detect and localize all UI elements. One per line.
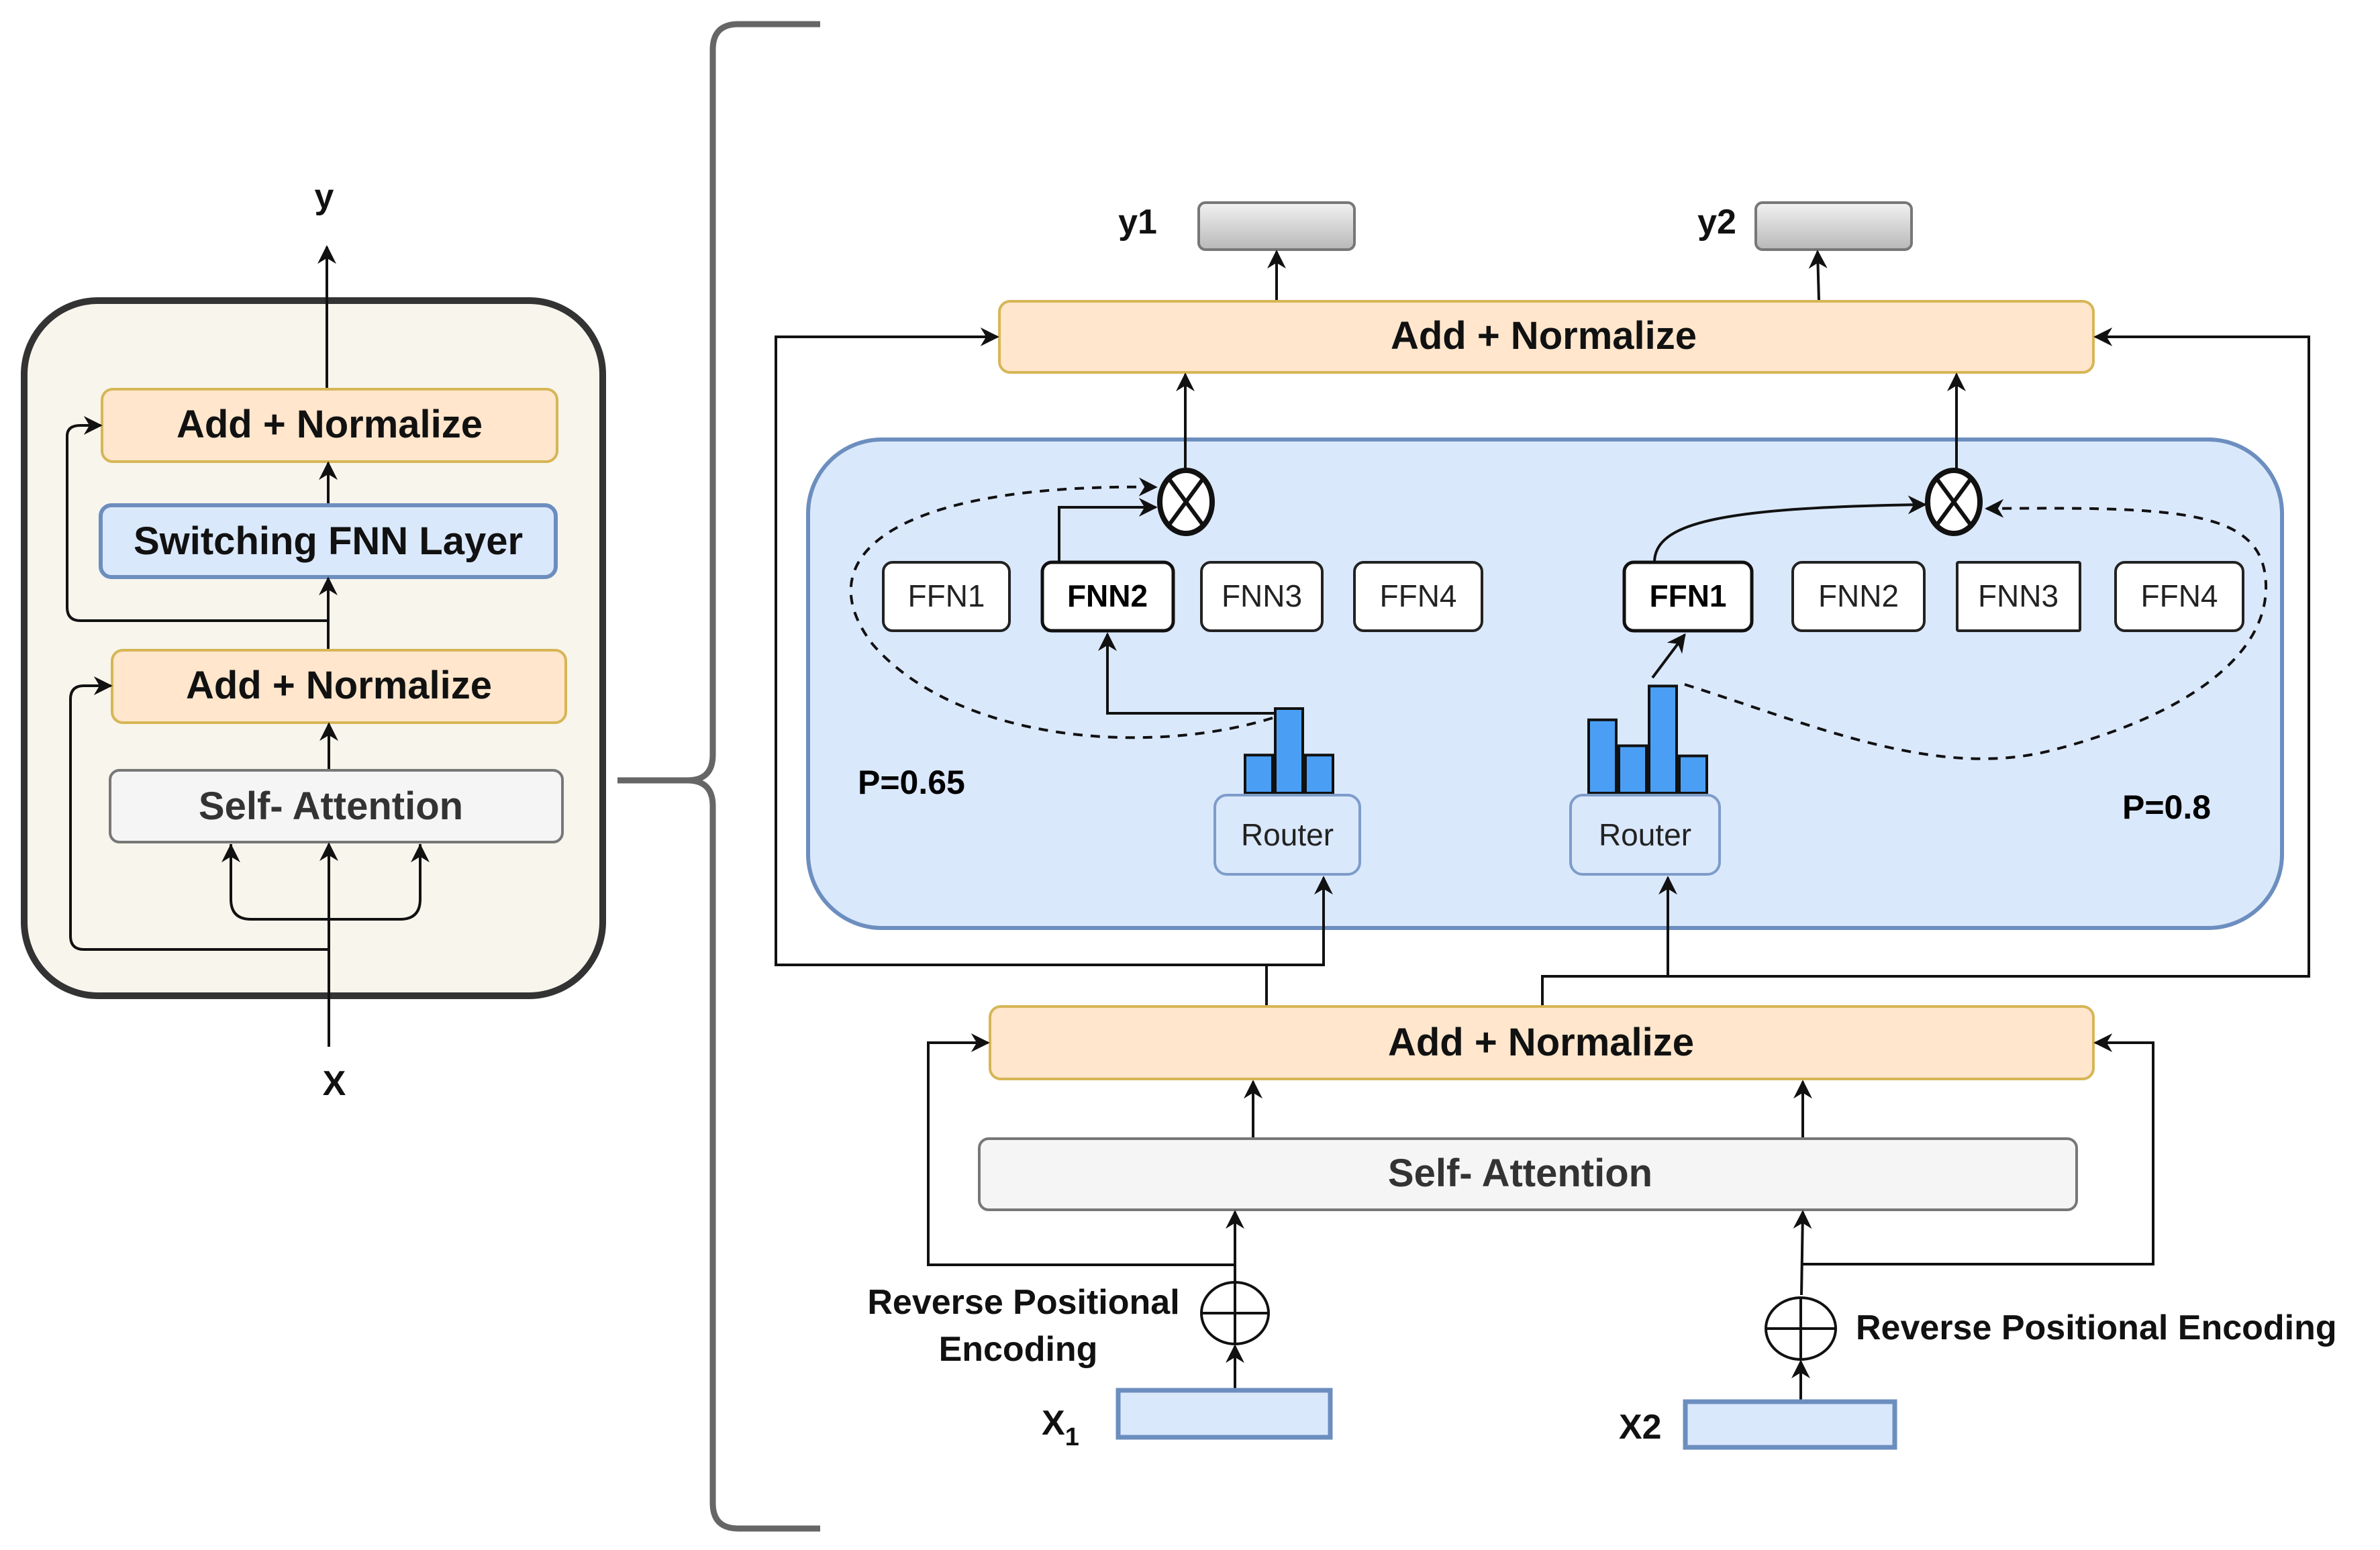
- left-self-attention-label: Self- Attention: [199, 784, 463, 828]
- right-add-normalize-bottom: [989, 1005, 2095, 1080]
- router-score-bar: [1648, 684, 1678, 795]
- router-score-bar: [1618, 744, 1648, 794]
- expert-box: [2114, 561, 2244, 632]
- input-x2-label: X2: [1619, 1408, 1662, 1447]
- expert-box-selected: [1040, 560, 1175, 633]
- expert-box: [1200, 561, 1324, 632]
- output-y2-box: [1754, 201, 1913, 251]
- arrow-to-y2: [1808, 250, 1828, 301]
- output-y2-label: y2: [1697, 203, 1736, 242]
- input-x1-label: X1: [1042, 1404, 1079, 1451]
- expert-label: FNN3: [1222, 578, 1302, 613]
- router-score-bar: [1587, 718, 1618, 795]
- left-add-normalize-top-label: Add + Normalize: [177, 403, 483, 446]
- router-score-bar: [1244, 754, 1274, 795]
- input-x1-main: X: [1042, 1404, 1065, 1443]
- left-encoder-block: y Add + Normalize Switching FNN Layer Ad…: [21, 177, 606, 1103]
- router1-box: [1213, 794, 1361, 876]
- expert-label: FFN1: [908, 578, 985, 613]
- right-add-normalize-top-label: Add + Normalize: [1391, 314, 1697, 358]
- left-self-attention: [109, 769, 564, 843]
- left-input-label: X: [323, 1064, 346, 1103]
- right-self-attention: [978, 1137, 2078, 1211]
- add-icon-token1: [1200, 1281, 1270, 1345]
- multiply-icon-token1: [1157, 468, 1215, 536]
- arrow-ffn1-to-mult2: [1653, 495, 1927, 563]
- expert-label-selected: FNN2: [1067, 578, 1148, 613]
- router1-score-bars: [1244, 707, 1334, 795]
- expert-box: [1791, 561, 1926, 632]
- output-y1-box: [1197, 201, 1356, 251]
- arrow-router2-to-ffn1: [1651, 633, 1686, 679]
- switching-moe-panel: [806, 437, 2284, 930]
- add-icon-token2: [1765, 1296, 1837, 1361]
- left-residual-top: [66, 416, 328, 622]
- left-output-label: y: [315, 177, 334, 216]
- arrow-fnn2-to-mult1: [1058, 498, 1158, 562]
- router2-score-bars: [1587, 684, 1708, 795]
- input-x1-subscript: 1: [1065, 1423, 1079, 1451]
- router-score-bar: [1274, 707, 1304, 794]
- left-switching-fnn-label: Switching FNN Layer: [134, 519, 523, 563]
- router-score-bar: [1678, 754, 1708, 795]
- right-residual-right: [1542, 327, 2310, 978]
- token2-experts: FFN1 FNN2 FNN3 FFN4: [1622, 560, 2244, 633]
- right-add-normalize-top: [998, 300, 2095, 374]
- expert-box: [1353, 561, 1483, 632]
- right-self-attention-label: Self- Attention: [1388, 1151, 1652, 1195]
- token1-dropped-path: [849, 477, 1273, 739]
- input-x1-box: [1115, 1388, 1333, 1440]
- expert-box: [882, 561, 1011, 632]
- multiply-icon-token2: [1925, 468, 1983, 536]
- token2-dropped-path: [1684, 499, 2268, 760]
- arrow-addnorm-to-router1: [1265, 876, 1333, 1006]
- right-add-normalize-bottom-label: Add + Normalize: [1388, 1021, 1694, 1064]
- expansion-brace: [617, 21, 820, 1532]
- arrow-addnorm-to-router2: [1541, 876, 1677, 1006]
- token2-probability: P=0.8: [2122, 788, 2211, 826]
- expert-box: [1956, 561, 2081, 632]
- expert-box-selected: [1622, 560, 1754, 633]
- expert-label: FFN4: [2141, 578, 2218, 613]
- input-x2-box: [1683, 1399, 1897, 1450]
- token1-probability: P=0.65: [858, 764, 965, 801]
- input2-residual: [1803, 1033, 2154, 1265]
- pe1-label-line2: Encoding: [939, 1330, 1098, 1369]
- expert-label: FNN3: [1978, 578, 2059, 613]
- left-residual-bottom: [69, 676, 330, 951]
- expert-label: FFN4: [1380, 578, 1457, 613]
- arrow-router1-to-fnn2: [1098, 632, 1282, 715]
- token1-experts: FFN1 FNN2 FNN3 FFN4: [882, 560, 1483, 633]
- left-add-normalize-bottom-label: Add + Normalize: [186, 664, 492, 707]
- left-qkv-split: [230, 844, 422, 921]
- right-residual-left: [775, 327, 1267, 966]
- output-y1-label: y1: [1118, 203, 1157, 242]
- router1-label: Router: [1241, 817, 1334, 852]
- arrow-pe2-to-selfattn: [1793, 1210, 1812, 1296]
- router2-box: [1569, 794, 1721, 876]
- router2-label: Router: [1599, 817, 1691, 852]
- expert-label: FNN2: [1818, 578, 1899, 613]
- pe2-label: Reverse Positional Encoding: [1856, 1308, 2337, 1347]
- router-score-bar: [1304, 754, 1334, 795]
- pe1-label-line1: Reverse Positional: [867, 1283, 1179, 1322]
- expert-label-selected: FFN1: [1650, 578, 1727, 613]
- input1-residual: [927, 1033, 1235, 1266]
- right-detailed-block: y1 y2 Add + Normalize: [775, 201, 2337, 1451]
